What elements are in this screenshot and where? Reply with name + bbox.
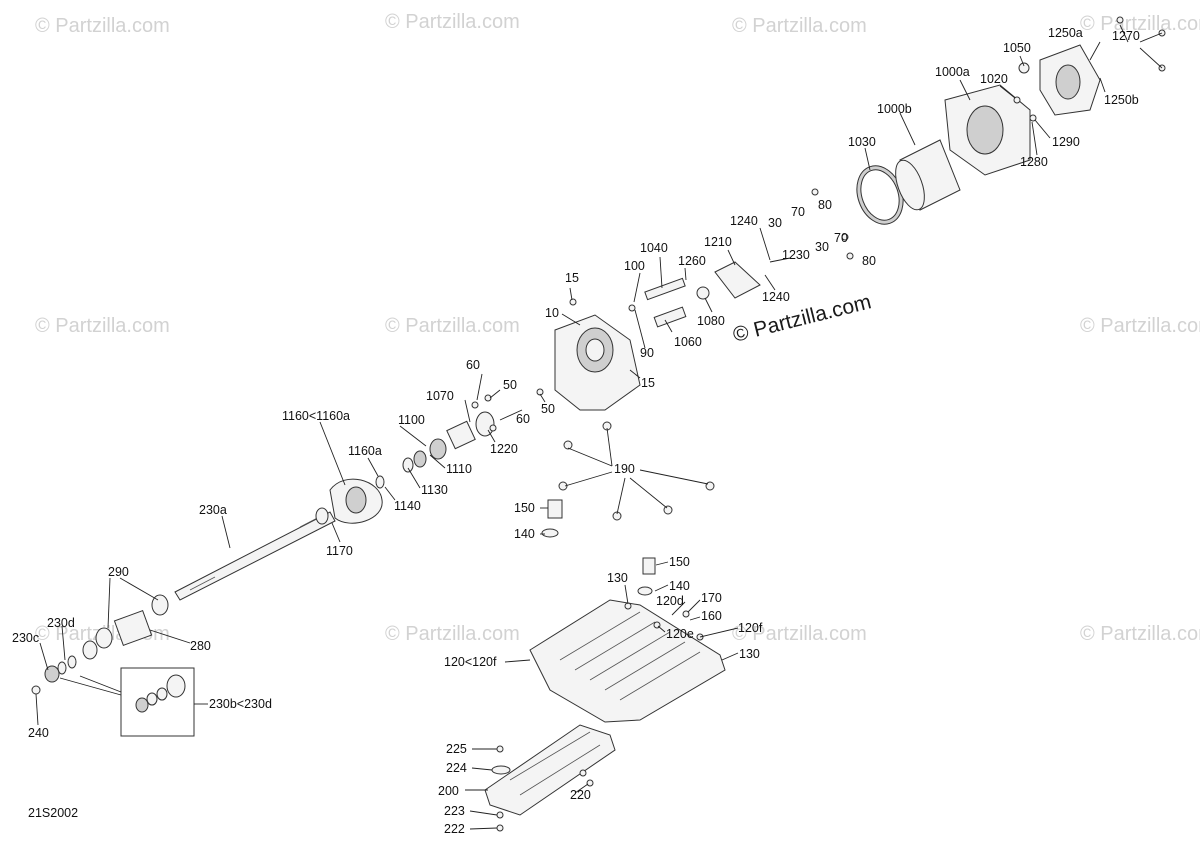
impeller-shaft <box>644 277 710 328</box>
callout-label[interactable]: 290 <box>108 565 129 579</box>
callout-label[interactable]: 1230 <box>782 248 810 262</box>
callout-label[interactable]: 1240 <box>730 214 758 228</box>
callout-label[interactable]: 50 <box>503 378 517 392</box>
callout-label[interactable]: 120d <box>656 594 684 608</box>
callout-label[interactable]: 1220 <box>490 442 518 456</box>
watermark-text: © Partzilla.com <box>35 15 170 37</box>
callout-label[interactable]: 240 <box>28 726 49 740</box>
callout-label[interactable]: 70 <box>834 231 848 245</box>
shaft-boot <box>31 594 169 695</box>
callout-label[interactable]: 140 <box>669 579 690 593</box>
callout-label[interactable]: 15 <box>565 271 579 285</box>
o-ring <box>856 165 904 225</box>
callout-label[interactable]: 140 <box>514 527 535 541</box>
callout-label[interactable]: 1140 <box>394 499 421 513</box>
callout-label[interactable]: 15 <box>641 376 655 390</box>
watermark-text: © Partzilla.com <box>385 623 520 645</box>
steering-nozzle <box>1039 44 1101 116</box>
callout-label[interactable]: 120f <box>738 621 763 635</box>
callout-label[interactable]: 30 <box>768 216 782 230</box>
callout-label[interactable]: 120e <box>666 627 694 641</box>
callout-label[interactable]: 80 <box>862 254 876 268</box>
callout-label[interactable]: 60 <box>516 412 530 426</box>
diagram-code: 21S2002 <box>28 806 78 820</box>
callout-label[interactable]: 30 <box>815 240 829 254</box>
callout-label[interactable]: 222 <box>444 822 465 836</box>
leader-lines <box>35 24 1163 830</box>
callout-label[interactable]: 130 <box>739 647 760 661</box>
callout-label[interactable]: 1040 <box>640 241 668 255</box>
callout-label[interactable]: 1070 <box>426 389 454 403</box>
callout-label[interactable]: 230c <box>12 631 39 645</box>
parts-drawing <box>31 16 1166 832</box>
watermark-text: © Partzilla.com <box>385 315 520 337</box>
nozzle-cone <box>714 261 761 299</box>
wear-ring-stack <box>375 411 495 489</box>
callout-label[interactable]: 1130 <box>421 483 448 497</box>
watermark-text: © Partzilla.com <box>1080 623 1200 645</box>
callout-label[interactable]: 1250b <box>1104 93 1139 107</box>
watermark-main-text: © Partzilla.com <box>731 290 874 347</box>
callout-label[interactable]: 1210 <box>704 235 732 249</box>
callout-label[interactable]: 1160a <box>348 444 382 458</box>
venturi-sleeve <box>895 139 961 211</box>
callout-label[interactable]: 280 <box>190 639 211 653</box>
callout-label[interactable]: 10 <box>545 306 559 320</box>
callout-label[interactable]: 120<120f <box>444 655 497 669</box>
fittings <box>471 16 1166 832</box>
callout-label[interactable]: 70 <box>791 205 805 219</box>
intake-grate <box>484 724 616 816</box>
callout-label[interactable]: 225 <box>446 742 467 756</box>
callout-label[interactable]: 1160<1160a <box>282 409 350 423</box>
callout-label[interactable]: 1240 <box>762 290 790 304</box>
callout-label[interactable]: 1030 <box>848 135 876 149</box>
venturi-housing <box>944 84 1031 176</box>
callout-label[interactable]: 224 <box>446 761 467 775</box>
watermark-text: © Partzilla.com <box>1080 315 1200 337</box>
watermark-text: © Partzilla.com <box>732 15 867 37</box>
callout-label[interactable]: 200 <box>438 784 459 798</box>
callout-label[interactable]: 223 <box>444 804 465 818</box>
callout-label[interactable]: 1110 <box>446 462 472 476</box>
impeller <box>315 478 383 525</box>
callout-label[interactable]: 220 <box>570 788 591 802</box>
callout-label[interactable]: 1060 <box>674 335 702 349</box>
callout-label[interactable]: 230a <box>199 503 227 517</box>
callout-label[interactable]: 1080 <box>697 314 725 328</box>
watermark-text: © Partzilla.com <box>1080 13 1200 35</box>
callout-label[interactable]: 1280 <box>1020 155 1048 169</box>
watermark-text: © Partzilla.com <box>732 623 867 645</box>
drive-shaft <box>174 511 336 601</box>
callout-label[interactable]: 170 <box>701 591 722 605</box>
callout-label[interactable]: 1290 <box>1052 135 1080 149</box>
callout-label[interactable]: 150 <box>514 501 535 515</box>
callout-label[interactable]: 230b<230d <box>209 697 272 711</box>
callout-label[interactable]: 1000b <box>877 102 912 116</box>
callout-label[interactable]: 1050 <box>1003 41 1031 55</box>
watermark-text: © Partzilla.com <box>35 315 170 337</box>
callout-label[interactable]: 130 <box>607 571 628 585</box>
callout-label[interactable]: 1260 <box>678 254 706 268</box>
callout-label[interactable]: 1020 <box>980 72 1008 86</box>
callout-label[interactable]: 190 <box>614 462 635 476</box>
callout-label[interactable]: 1270 <box>1112 29 1140 43</box>
kit-box <box>120 667 195 737</box>
callout-label[interactable]: 1170 <box>326 544 353 558</box>
watermark-text: © Partzilla.com <box>385 11 520 33</box>
callout-labels: 1250a 1270 1050 1000a 1020 1250b 1000b 1… <box>12 26 1140 836</box>
callout-label[interactable]: 90 <box>640 346 654 360</box>
callout-label[interactable]: 150 <box>669 555 690 569</box>
callout-label[interactable]: 160 <box>701 609 722 623</box>
callout-label[interactable]: 1250a <box>1048 26 1083 40</box>
callout-label[interactable]: 100 <box>624 259 645 273</box>
callout-label[interactable]: 60 <box>466 358 480 372</box>
callout-label[interactable]: 230d <box>47 616 75 630</box>
callout-label[interactable]: 1000a <box>935 65 970 79</box>
callout-label[interactable]: 80 <box>818 198 832 212</box>
pump-housing <box>554 314 641 411</box>
ride-plate <box>529 599 726 723</box>
callout-label[interactable]: 50 <box>541 402 555 416</box>
callout-label[interactable]: 1100 <box>398 413 425 427</box>
